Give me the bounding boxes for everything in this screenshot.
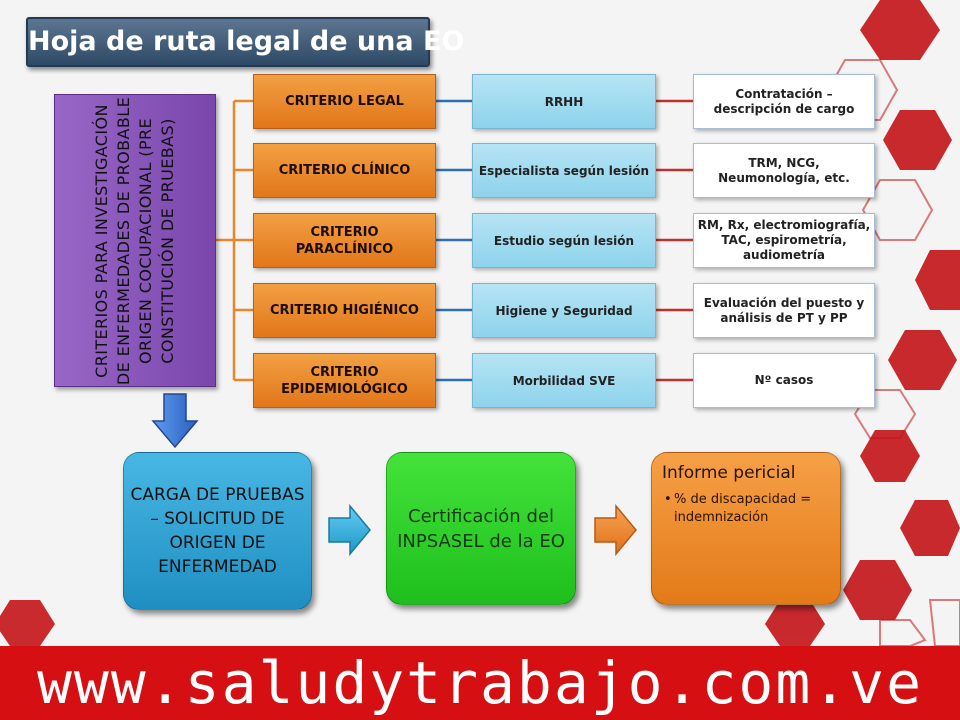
- actor-morbidity: Morbilidad SVE: [472, 353, 656, 408]
- root-criteria-box: CRITERIOS PARA INVESTIGACIÓN DE ENFERMED…: [54, 94, 216, 387]
- right-arrow-icon: [328, 504, 371, 556]
- actor-rrhh: RRHH: [472, 74, 656, 129]
- detail-clinical: TRM, NCG, Neumonología, etc.: [693, 143, 875, 198]
- actor-study: Estudio según lesión: [472, 213, 656, 268]
- detail-paraclinical: RM, Rx, electromiografía, TAC, espiromet…: [693, 213, 875, 268]
- criterion-paraclinical: CRITERIO PARACLÍNICO: [253, 213, 436, 268]
- expert-report-list: % de discapacidad = indemnización: [662, 491, 830, 527]
- expert-report-title: Informe pericial: [662, 463, 796, 483]
- actor-hygiene-safety: Higiene y Seguridad: [472, 283, 656, 338]
- detail-hygienic: Evaluación del puesto y análisis de PT y…: [693, 283, 875, 338]
- criterion-epidemiological: CRITERIO EPIDEMIOLÓGICO: [253, 353, 436, 408]
- actor-specialist: Especialista según lesión: [472, 143, 656, 198]
- step-inpsasel-certification: Certificación del INPSASEL de la EO: [386, 452, 576, 605]
- criterion-legal: CRITERIO LEGAL: [253, 74, 436, 129]
- down-arrow-icon: [151, 393, 199, 449]
- step-expert-report: Informe pericial % de discapacidad = ind…: [651, 452, 841, 605]
- footer-url: www.saludytrabajo.com.ve: [36, 649, 924, 717]
- criterion-hygienic: CRITERIO HIGIÉNICO: [253, 283, 436, 338]
- step-evidence-request: CARGA DE PRUEBAS – SOLICITUD DE ORIGEN D…: [123, 452, 312, 610]
- detail-legal: Contratación – descripción de cargo: [693, 74, 875, 129]
- footer-banner: www.saludytrabajo.com.ve: [0, 646, 960, 720]
- criterion-clinical: CRITERIO CLÍNICO: [253, 143, 436, 198]
- detail-epidemiological: Nº casos: [693, 353, 875, 408]
- root-criteria-label: CRITERIOS PARA INVESTIGACIÓN DE ENFERMED…: [92, 96, 177, 385]
- expert-report-bullet: % de discapacidad = indemnización: [662, 491, 830, 527]
- page-title: Hoja de ruta legal de una EO: [26, 17, 464, 67]
- right-arrow-icon: [594, 504, 637, 556]
